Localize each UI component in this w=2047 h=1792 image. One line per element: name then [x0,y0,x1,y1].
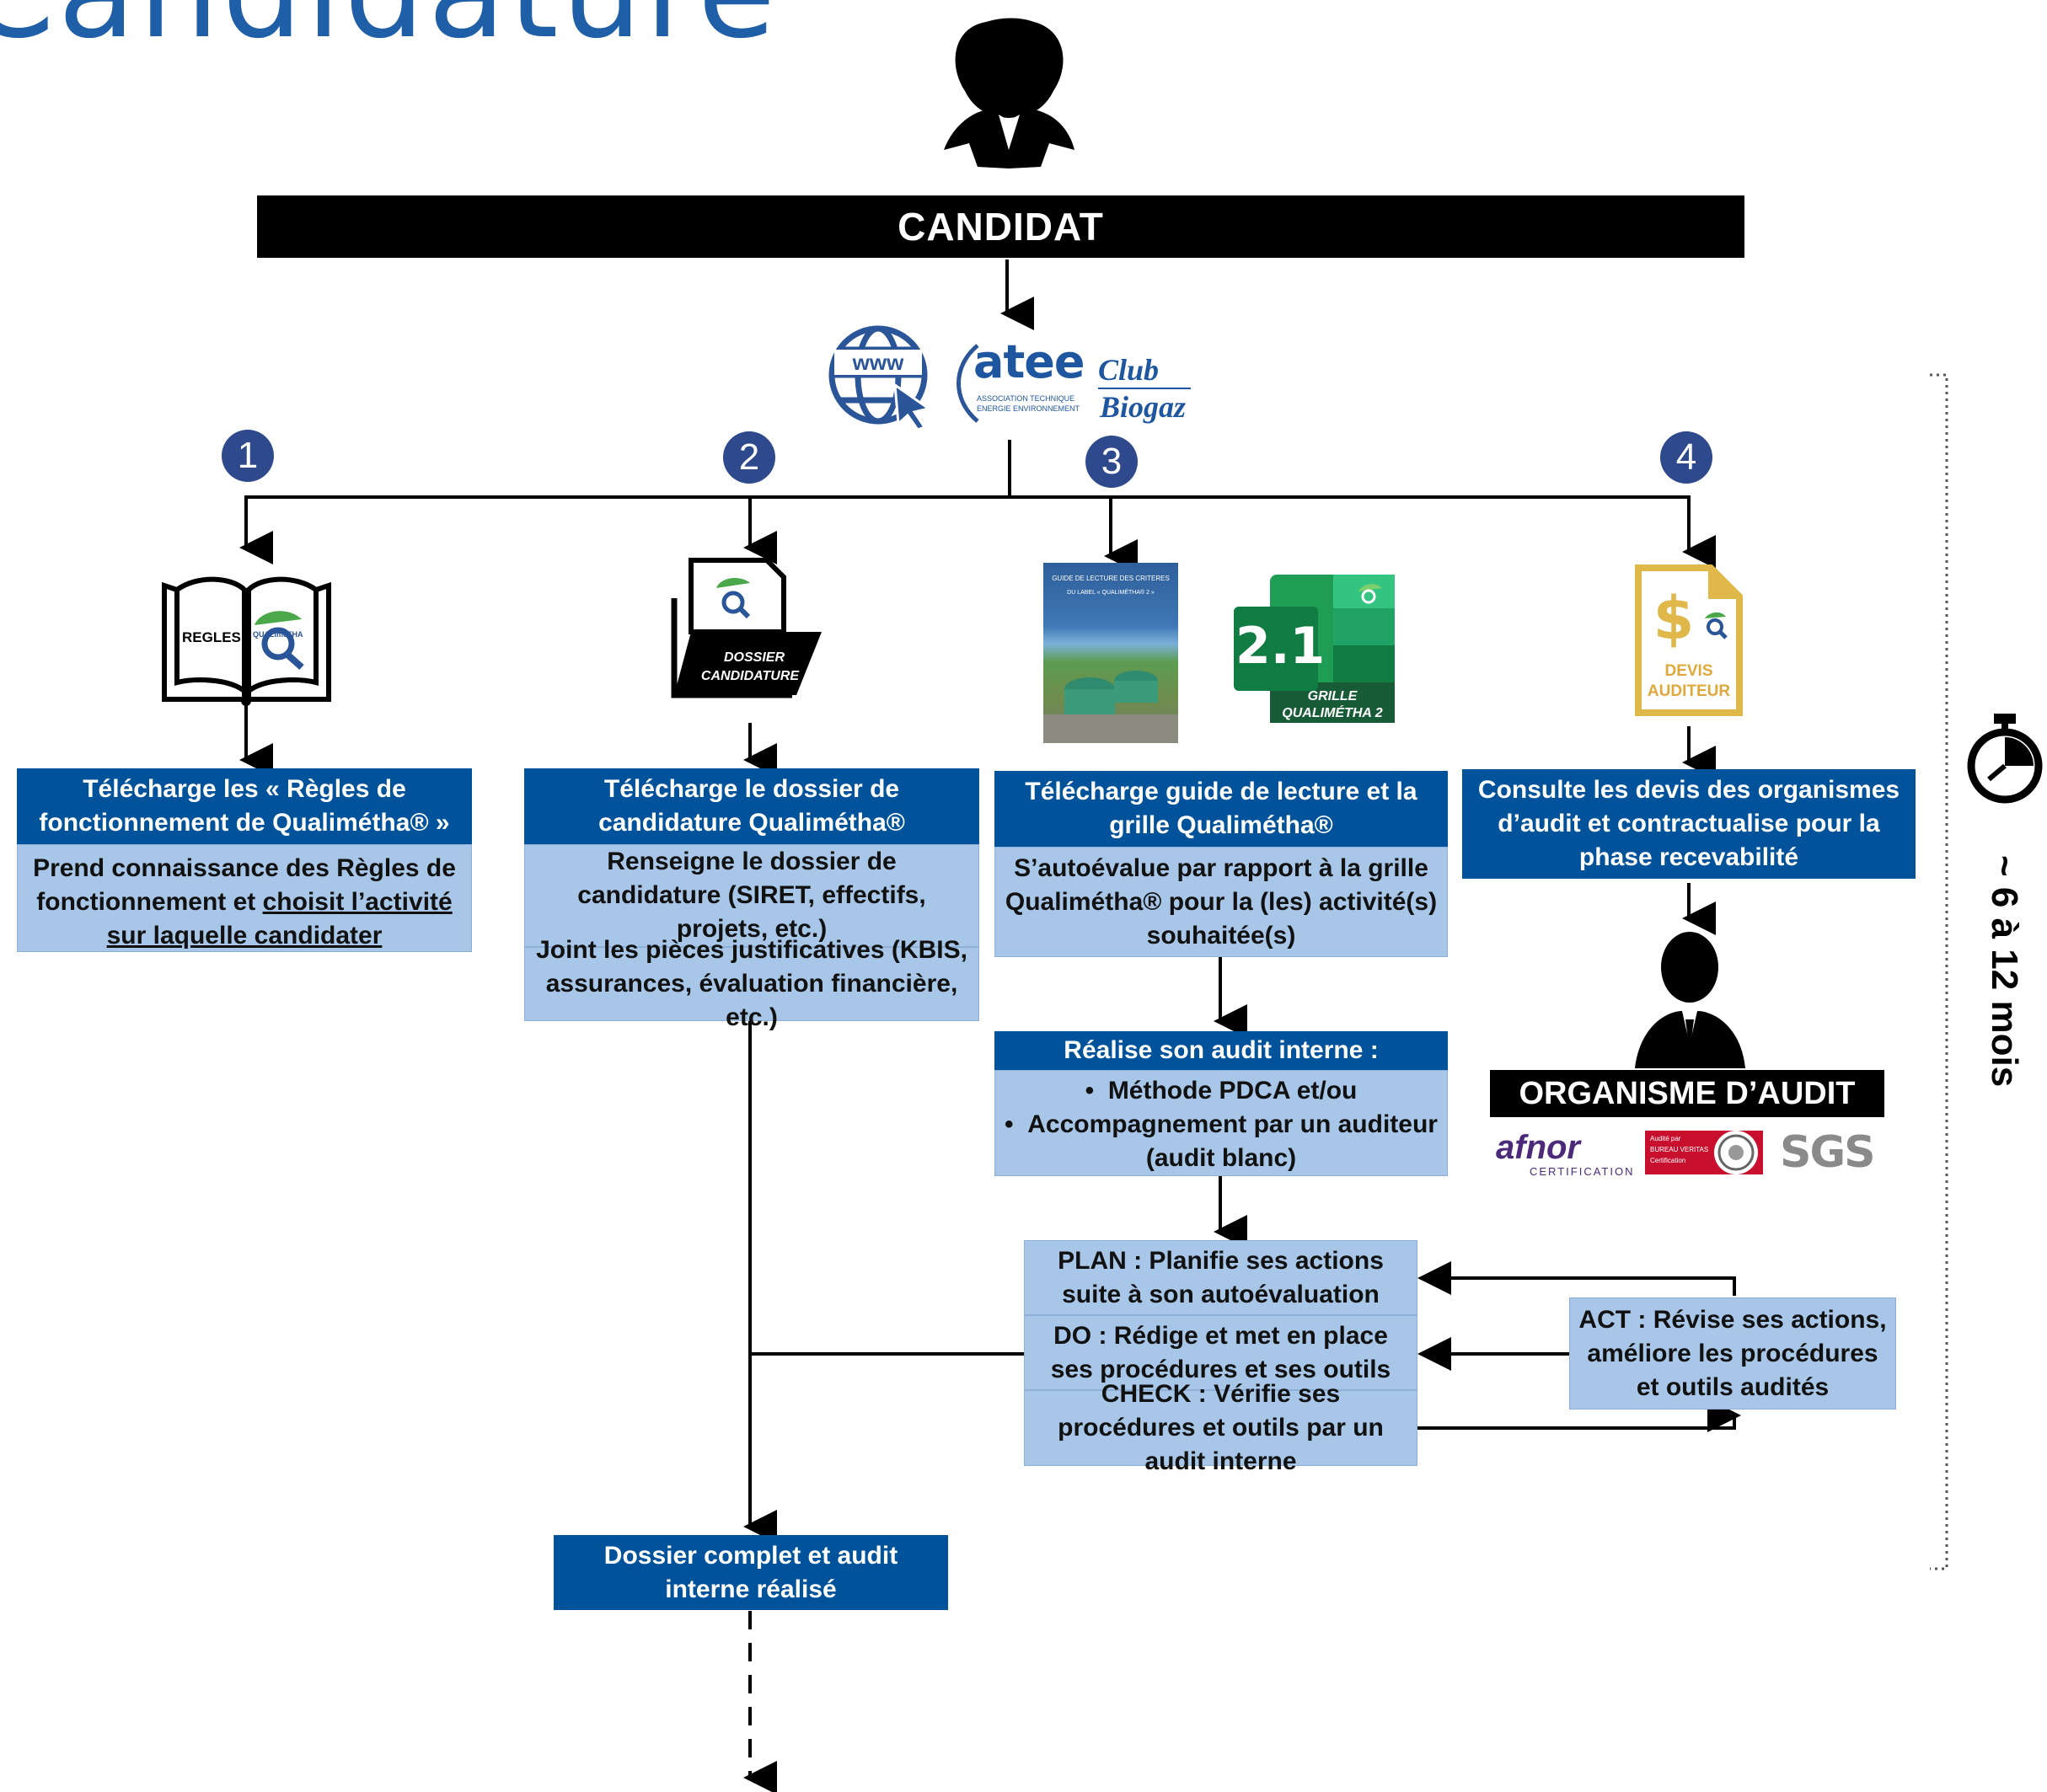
bv-text-3: Certification [1650,1157,1686,1164]
regles-book-icon: REGLES QUALIméTHA [160,573,333,706]
guide-line-1: GUIDE DE LECTURE DES CRITERES [1052,575,1170,582]
organisme-audit-label: ORGANISME D’AUDIT [1490,1070,1884,1117]
col2-body-1: Renseigne le dossier de candidature (SIR… [524,844,979,947]
step-badge-3: 3 [1085,436,1138,488]
svg-text:$: $ [1653,584,1695,653]
stopwatch-icon [1967,714,2043,804]
pdca-act-box: ACT : Révise ses actions, améliore les p… [1569,1297,1896,1410]
atee-subtitle-2: ENERGIE ENVIRONNEMENT [977,404,1080,413]
dossier-label-1: DOSSIER [723,650,785,665]
website-globe-icon: www [828,325,932,430]
col4-header: Consulte les devis des organismes d’audi… [1462,769,1916,879]
final-result-box: Dossier complet et audit interne réalisé [554,1535,948,1610]
bv-seal-icon [1714,1131,1758,1174]
col1-header: Télécharge les « Règles de fonctionnemen… [17,768,472,844]
col3-body: S’autoévalue par rapport à la grille Qua… [994,847,1448,957]
biogas-plant-icon [1043,671,1178,743]
step-badge-1: 1 [222,430,274,482]
afnor-logo: afnor CERTIFICATION [1496,1129,1635,1181]
col2-body-2: Joint les pièces justificatives (KBIS, a… [524,936,979,1031]
club-text: Club [1098,353,1160,387]
atee-subtitle-1: ASSOCIATION TECHNIQUE [977,394,1075,403]
sgs-logo: SGS [1780,1127,1876,1178]
dossier-folder-icon: DOSSIER CANDIDATURE [666,556,826,701]
guide-line-2: DU LABEL « QUALIMÉTHA® 2 » [1067,590,1155,596]
step-badge-4: 4 [1660,431,1712,484]
auditor-person-icon [1635,932,1745,1068]
col1-body-underlined: choisit l’activité sur laquelle candidat… [106,888,453,949]
bv-text-2: BUREAU VERITAS [1650,1146,1709,1153]
col2-header: Télécharge le dossier de candidature Qua… [524,768,979,844]
pdca-check-box: CHECK : Vérifie ses procédures et outils… [1024,1380,1417,1475]
grille-label-1: GRILLE [1307,689,1358,703]
biogaz-text: Biogaz [1100,390,1187,424]
page-title: Candidature [0,0,779,67]
atee-arc-icon [957,344,979,423]
candidat-bar: CANDIDAT [257,195,1744,258]
grille-spreadsheet-icon: 2.1 GRILLE QUALIMÉTHA 2 [1232,573,1396,725]
bureau-veritas-logo: Audité par BUREAU VERITAS Certification [1645,1131,1763,1174]
www-text: www [852,350,904,375]
grille-label-2: QUALIMÉTHA 2 [1282,706,1383,720]
duration-label: ~ 6 à 12 mois [1984,855,2025,1088]
audit-interne-header: Réalise son audit interne : [994,1031,1448,1070]
col1-body-text: Prend connaissance des Règles de fonctio… [33,854,456,916]
qualimetha-mini-text: QUALIméTHA [253,630,303,639]
regles-text: REGLES [182,629,241,645]
atee-club-biogaz-logo: atee ASSOCIATION TECHNIQUE ENERGIE ENVIR… [948,335,1201,430]
club-divider [1098,388,1191,389]
audit-interne-body: • Méthode PDCA et/ou • Accompagnement pa… [994,1070,1448,1176]
afnor-text: afnor [1496,1129,1580,1166]
devis-label-2: AUDITEUR [1647,682,1731,700]
bv-text-1: Audité par [1650,1135,1681,1142]
pdca-plan-box: PLAN : Planifie ses actions suite à son … [1024,1240,1417,1315]
step-badge-2: 2 [723,431,775,484]
guide-lecture-cover-image: GUIDE DE LECTURE DES CRITERES DU LABEL «… [1043,563,1178,743]
atee-text: atee [973,335,1085,388]
afnor-sub-text: CERTIFICATION [1530,1165,1635,1178]
col3-header: Télécharge guide de lecture et la grille… [994,771,1448,847]
col1-body: Prend connaissance des Règles de fonctio… [17,844,472,952]
pdca-do-box: DO : Rédige et met en place ses procédur… [1024,1315,1417,1390]
candidate-person-icon [944,18,1074,169]
devis-label-1: DEVIS [1664,662,1713,680]
audit-item-2: • Accompagnement par un auditeur (audit … [1005,1110,1438,1172]
dossier-label-2: CANDIDATURE [700,669,800,683]
grille-version: 2.1 [1235,617,1326,676]
devis-auditeur-icon: $ DEVIS AUDITEUR [1633,563,1744,719]
audit-item-1: • Méthode PDCA et/ou [1085,1077,1358,1105]
